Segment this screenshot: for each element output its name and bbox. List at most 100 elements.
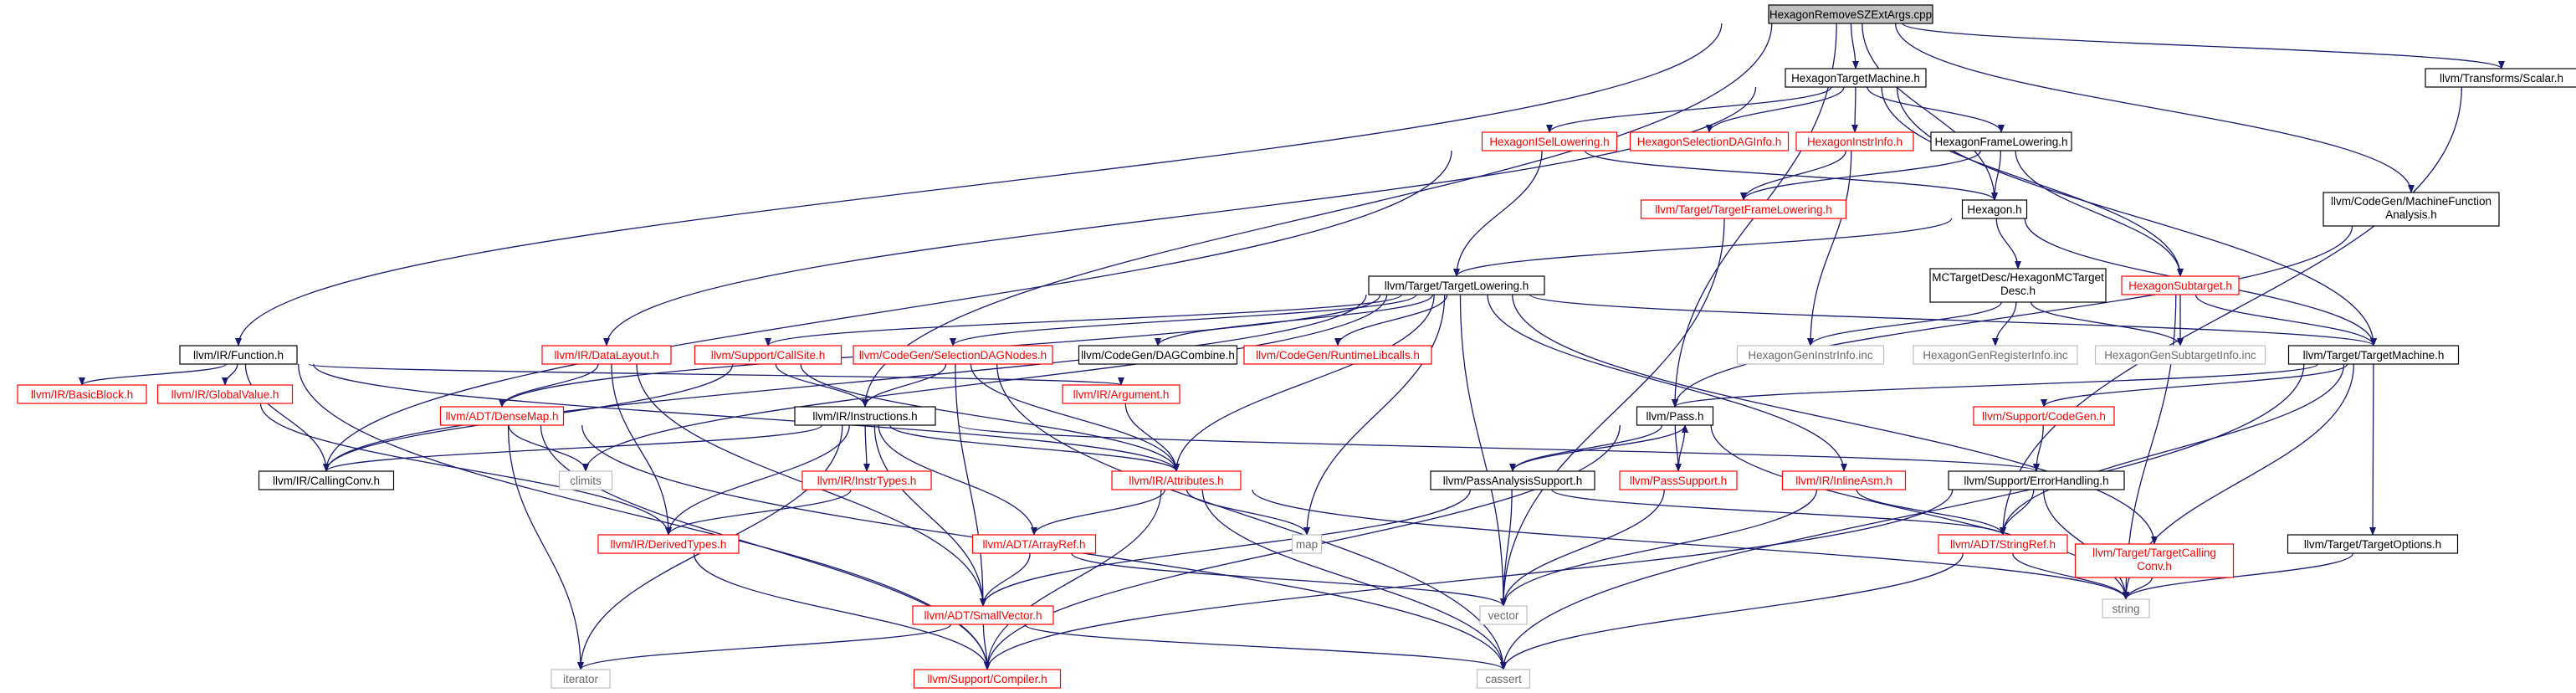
node-rtl[interactable]: llvm/CodeGen/RuntimeLibcalls.h bbox=[1243, 345, 1432, 365]
node-label-ttcc: llvm/Target/TargetCalling bbox=[2092, 547, 2216, 559]
edge-attr-to-string bbox=[1252, 489, 2129, 600]
node-box-scg bbox=[1973, 406, 2115, 426]
node-psup[interactable]: llvm/PassSupport.h bbox=[1619, 470, 1738, 490]
node-box-vector bbox=[1479, 605, 1528, 625]
node-label-attr: llvm/IR/Attributes.h bbox=[1129, 475, 1223, 487]
node-box-mfa bbox=[2322, 192, 2500, 227]
node-pass[interactable]: llvm/Pass.h bbox=[1636, 406, 1714, 426]
node-hfl[interactable]: HexagonFrameLowering.h bbox=[1930, 131, 2072, 151]
node-hgii[interactable]: HexagonGenInstrInfo.inc bbox=[1736, 345, 1885, 365]
node-gv[interactable]: llvm/IR/GlobalValue.h bbox=[156, 384, 294, 404]
node-bb[interactable]: llvm/IR/BasicBlock.h bbox=[17, 384, 147, 404]
node-scg[interactable]: llvm/Support/CodeGen.h bbox=[1973, 406, 2115, 426]
node-csite[interactable]: llvm/Support/CallSite.h bbox=[694, 345, 842, 365]
edge-root-to-htm bbox=[1850, 23, 1859, 69]
edge-instr-to-aref bbox=[878, 424, 1037, 536]
node-hsdag[interactable]: HexagonSelectionDAGInfo.h bbox=[1629, 131, 1790, 151]
node-svec[interactable]: llvm/ADT/SmallVector.h bbox=[912, 605, 1054, 625]
node-scalar[interactable]: llvm/Transforms/Scalar.h bbox=[2425, 68, 2576, 88]
edge-arg-to-attr bbox=[1124, 403, 1180, 472]
nodes-layer: HexagonRemoveSZExtArgs.cppHexagonTargetM… bbox=[17, 4, 2576, 689]
node-dtypes[interactable]: llvm/IR/DerivedTypes.h bbox=[597, 534, 740, 554]
node-map[interactable]: map bbox=[1291, 534, 1323, 554]
node-box-gv bbox=[156, 384, 294, 404]
node-hisel[interactable]: HexagonISelLowering.h bbox=[1481, 131, 1618, 151]
node-vector[interactable]: vector bbox=[1479, 605, 1528, 625]
node-hexh[interactable]: Hexagon.h bbox=[1961, 199, 2028, 219]
edge-func-to-bb bbox=[79, 363, 227, 386]
edge-htm-to-hii bbox=[1851, 86, 1859, 133]
edge-tlow-to-cconv bbox=[323, 294, 1367, 472]
node-box-tlow bbox=[1368, 275, 1545, 295]
node-instr[interactable]: llvm/IR/Instructions.h bbox=[794, 406, 936, 426]
node-topt[interactable]: llvm/Target/TargetOptions.h bbox=[2287, 534, 2459, 554]
edge-root-to-func bbox=[235, 23, 1723, 346]
node-arg[interactable]: llvm/IR/Argument.h bbox=[1062, 384, 1180, 404]
node-hgsi[interactable]: HexagonGenSubtargetInfo.inc bbox=[2094, 345, 2266, 365]
node-label-hii: HexagonInstrInfo.h bbox=[1807, 136, 1903, 148]
edge-tlow-to-sdn bbox=[950, 294, 1417, 346]
node-label-vector: vector bbox=[1488, 609, 1519, 622]
node-dlay[interactable]: llvm/IR/DataLayout.h bbox=[541, 345, 672, 365]
edge-psup-to-vector bbox=[1500, 489, 1665, 607]
node-label-map: map bbox=[1296, 538, 1318, 551]
node-func[interactable]: llvm/IR/Function.h bbox=[179, 345, 298, 365]
edge-hexh-to-mctd bbox=[1995, 218, 2021, 270]
node-box-instr bbox=[794, 406, 936, 426]
node-label-iasm: llvm/IR/InlineAsm.h bbox=[1795, 475, 1892, 487]
node-box-arg bbox=[1062, 384, 1180, 404]
node-hsub[interactable]: HexagonSubtarget.h bbox=[2121, 275, 2240, 295]
edge-instr-to-cconv bbox=[323, 424, 823, 472]
edge-psup-to-pass bbox=[1677, 424, 1688, 472]
node-ttfl[interactable]: llvm/Target/TargetFrameLowering.h bbox=[1640, 199, 1847, 219]
edge-tlow-to-climits bbox=[582, 294, 1388, 472]
node-label-svec: llvm/ADT/SmallVector.h bbox=[924, 609, 1042, 622]
edge-pas-to-svec bbox=[980, 489, 1472, 607]
node-hii[interactable]: HexagonInstrInfo.h bbox=[1795, 131, 1914, 151]
node-cconv[interactable]: llvm/IR/CallingConv.h bbox=[258, 470, 395, 490]
node-hgri[interactable]: HexagonGenRegisterInfo.inc bbox=[1913, 345, 2078, 365]
node-pas[interactable]: llvm/PassAnalysisSupport.h bbox=[1430, 470, 1595, 490]
node-ttm[interactable]: llvm/Target/TargetMachine.h bbox=[2287, 345, 2460, 365]
node-label-hgsi: HexagonGenSubtargetInfo.inc bbox=[2104, 349, 2256, 362]
edge-tlow-to-iasm bbox=[1487, 294, 1847, 472]
edge-dtypes-to-comp bbox=[693, 552, 991, 670]
node-tlow[interactable]: llvm/Target/TargetLowering.h bbox=[1368, 275, 1545, 295]
node-iter[interactable]: iterator bbox=[551, 669, 611, 689]
node-box-bb bbox=[17, 384, 147, 404]
node-cassert[interactable]: cassert bbox=[1476, 669, 1531, 689]
edge-topt-to-string bbox=[2123, 552, 2354, 600]
edge-iasm-to-vector bbox=[1500, 489, 1818, 607]
node-dagc[interactable]: llvm/CodeGen/DAGCombine.h bbox=[1078, 345, 1238, 365]
node-label-bb: llvm/IR/BasicBlock.h bbox=[31, 388, 133, 401]
node-root[interactable]: HexagonRemoveSZExtArgs.cpp bbox=[1768, 4, 1933, 24]
node-htm[interactable]: HexagonTargetMachine.h bbox=[1785, 68, 1927, 88]
edge-mfa-to-pass bbox=[1672, 225, 2353, 408]
node-climits[interactable]: climits bbox=[558, 470, 613, 490]
node-box-hii bbox=[1795, 131, 1914, 151]
node-sref[interactable]: llvm/ADT/StringRef.h bbox=[1938, 534, 2068, 554]
edge-instr-to-errh bbox=[958, 424, 2040, 472]
node-iasm[interactable]: llvm/IR/InlineAsm.h bbox=[1781, 470, 1907, 490]
node-box-rtl bbox=[1243, 345, 1432, 365]
node-sdn[interactable]: llvm/CodeGen/SelectionDAGNodes.h bbox=[853, 345, 1053, 365]
node-itypes[interactable]: llvm/IR/InstrTypes.h bbox=[801, 470, 932, 490]
node-aref[interactable]: llvm/ADT/ArrayRef.h bbox=[971, 534, 1097, 554]
node-dmap[interactable]: llvm/ADT/DenseMap.h bbox=[439, 406, 565, 426]
node-attr[interactable]: llvm/IR/Attributes.h bbox=[1111, 470, 1242, 490]
node-label-rtl: llvm/CodeGen/RuntimeLibcalls.h bbox=[1256, 349, 1420, 362]
node-label-scalar: llvm/Transforms/Scalar.h bbox=[2440, 72, 2563, 85]
edge-aref-to-vector bbox=[1071, 552, 1507, 607]
node-string[interactable]: string bbox=[2102, 598, 2150, 619]
node-box-ttcc bbox=[2074, 543, 2235, 578]
edge-root-to-scalar bbox=[1902, 23, 2505, 69]
node-box-pass bbox=[1636, 406, 1714, 426]
edge-instr-to-svec bbox=[873, 424, 986, 607]
edge-tlow-to-ttcc bbox=[1512, 294, 2158, 545]
node-label-mfa: llvm/CodeGen/MachineFunction bbox=[2331, 195, 2491, 208]
node-errh[interactable]: llvm/Support/ErrorHandling.h bbox=[1948, 470, 2125, 490]
node-comp[interactable]: llvm/Support/Compiler.h bbox=[913, 669, 1062, 689]
